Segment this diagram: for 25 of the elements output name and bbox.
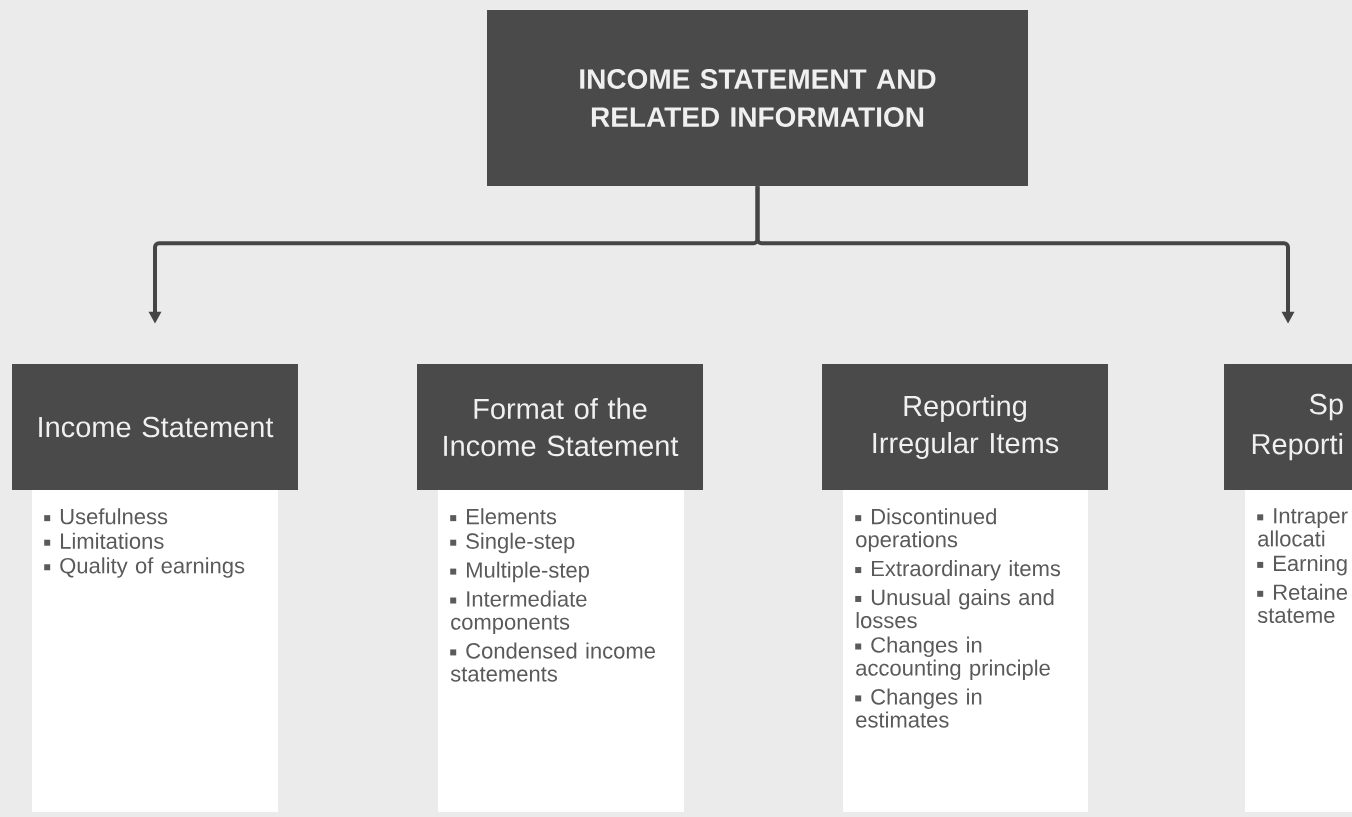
list-item: Extraordinary items xyxy=(855,560,1061,581)
list-item: Intraper allocati xyxy=(1257,508,1348,547)
list-item: Retaine stateme xyxy=(1257,583,1348,624)
list-item: Usefulness xyxy=(44,508,168,525)
heading-box: Format of the Income Statement xyxy=(417,364,703,490)
list-item: Elements xyxy=(450,508,557,525)
list-item: Quality of earnings xyxy=(44,557,245,578)
list-item: Limitations xyxy=(44,532,164,549)
list-item: Changes in estimates xyxy=(855,688,982,728)
heading-box: INCOME STATEMENT AND RELATED INFORMATION xyxy=(487,10,1028,186)
list-item: Earning xyxy=(1257,554,1347,576)
list-item: Multiple-step xyxy=(450,561,589,583)
list-item: Intermediate components xyxy=(450,590,587,635)
list-item: Discontinued operations xyxy=(855,508,996,552)
heading-box: Reporting Irregular Items xyxy=(822,364,1108,490)
list-panel xyxy=(32,490,278,812)
list-panel xyxy=(438,490,684,812)
list-panel xyxy=(843,490,1088,812)
heading-box: Income Statement xyxy=(12,364,298,490)
list-item: Single-step xyxy=(450,532,575,554)
list-item: Unusual gains and losses xyxy=(855,589,1054,629)
list-item: Condensed income statements xyxy=(450,642,655,682)
list-item: Changes in accounting principle xyxy=(855,636,1050,681)
list-panel xyxy=(1245,490,1352,812)
heading-box: Sp Reporti xyxy=(1224,364,1352,490)
